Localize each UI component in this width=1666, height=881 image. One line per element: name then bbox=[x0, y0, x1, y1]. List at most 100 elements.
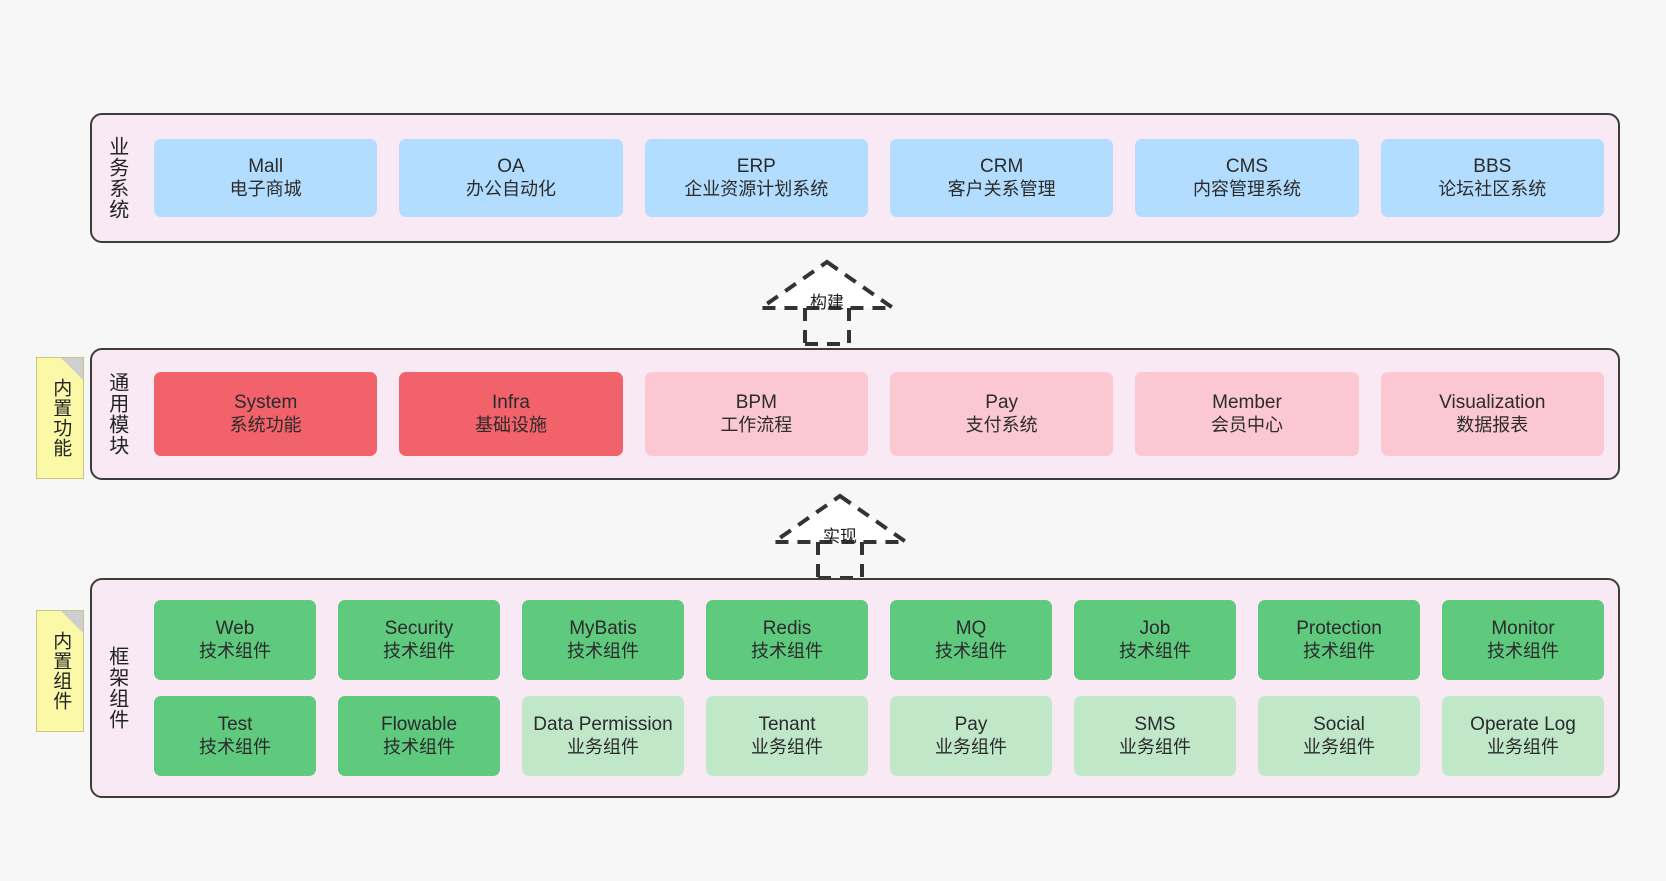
node-desc: 业务组件 bbox=[567, 736, 639, 757]
node-desc: 技术组件 bbox=[383, 736, 455, 757]
connector-build: 构建 bbox=[757, 258, 897, 346]
node-desc: 电子商城 bbox=[229, 178, 302, 199]
node-desc: 内容管理系统 bbox=[1192, 178, 1301, 199]
node-name: BPM bbox=[735, 392, 777, 414]
node-name: Pay bbox=[985, 392, 1019, 414]
node-desc: 基础设施 bbox=[474, 414, 547, 435]
node-desc: 业务组件 bbox=[935, 736, 1007, 757]
node-name: Member bbox=[1212, 392, 1282, 414]
node-name: Protection bbox=[1296, 618, 1382, 640]
node-name: Redis bbox=[762, 618, 812, 640]
node-desc: 支付系统 bbox=[965, 414, 1038, 435]
node-desc: 技术组件 bbox=[199, 640, 271, 661]
node-desc: 技术组件 bbox=[1303, 640, 1375, 661]
connector-implement: 实现 bbox=[770, 492, 910, 580]
node-name: MyBatis bbox=[569, 618, 637, 640]
node-desc: 业务组件 bbox=[751, 736, 823, 757]
node-desc: 数据报表 bbox=[1456, 414, 1529, 435]
sticky-note-builtin-functions: 内置功能 bbox=[36, 357, 84, 479]
node-desc: 技术组件 bbox=[567, 640, 639, 661]
node-desc: 技术组件 bbox=[1487, 640, 1559, 661]
layer-business-systems-title: 业务系统 bbox=[105, 136, 128, 220]
node-name: Tenant bbox=[758, 714, 816, 736]
node-name: Web bbox=[215, 618, 255, 640]
node-name: Mall bbox=[248, 156, 284, 178]
node-desc: 会员中心 bbox=[1210, 414, 1283, 435]
sticky-note-builtin-components-label: 内置组件 bbox=[50, 631, 72, 711]
node-name: ERP bbox=[736, 156, 776, 178]
note-fold-corner-icon bbox=[61, 611, 83, 633]
node-desc: 业务组件 bbox=[1119, 736, 1191, 757]
node-desc: 工作流程 bbox=[720, 414, 793, 435]
node-desc: 企业资源计划系统 bbox=[684, 178, 829, 199]
layer-framework-components-title: 框架组件 bbox=[105, 646, 128, 730]
node-name: MQ bbox=[955, 618, 987, 640]
node-name: Infra bbox=[491, 392, 530, 414]
connector-implement-label: 实现 bbox=[823, 527, 857, 546]
node-name: SMS bbox=[1134, 714, 1176, 736]
node-name: Monitor bbox=[1491, 618, 1555, 640]
node-name: Pay bbox=[954, 714, 988, 736]
node-desc: 业务组件 bbox=[1303, 736, 1375, 757]
note-fold-corner-icon bbox=[61, 358, 83, 380]
node-desc: 业务组件 bbox=[1487, 736, 1559, 757]
node-desc: 客户关系管理 bbox=[947, 178, 1056, 199]
node-desc: 论坛社区系统 bbox=[1438, 178, 1547, 199]
node-name: Flowable bbox=[380, 714, 458, 736]
node-desc: 技术组件 bbox=[1119, 640, 1191, 661]
node-desc: 技术组件 bbox=[935, 640, 1007, 661]
node-desc: 技术组件 bbox=[751, 640, 823, 661]
node-name: Data Permission bbox=[533, 714, 673, 736]
sticky-note-builtin-components: 内置组件 bbox=[36, 610, 84, 732]
node-name: CRM bbox=[980, 156, 1024, 178]
node-name: Security bbox=[384, 618, 454, 640]
connector-build-label: 构建 bbox=[810, 293, 844, 312]
node-name: Test bbox=[217, 714, 253, 736]
node-desc: 技术组件 bbox=[199, 736, 271, 757]
node-name: Job bbox=[1139, 618, 1171, 640]
node-name: CMS bbox=[1225, 156, 1269, 178]
node-name: BBS bbox=[1473, 156, 1512, 178]
node-desc: 技术组件 bbox=[383, 640, 455, 661]
node-name: System bbox=[233, 392, 298, 414]
node-desc: 办公自动化 bbox=[465, 178, 556, 199]
